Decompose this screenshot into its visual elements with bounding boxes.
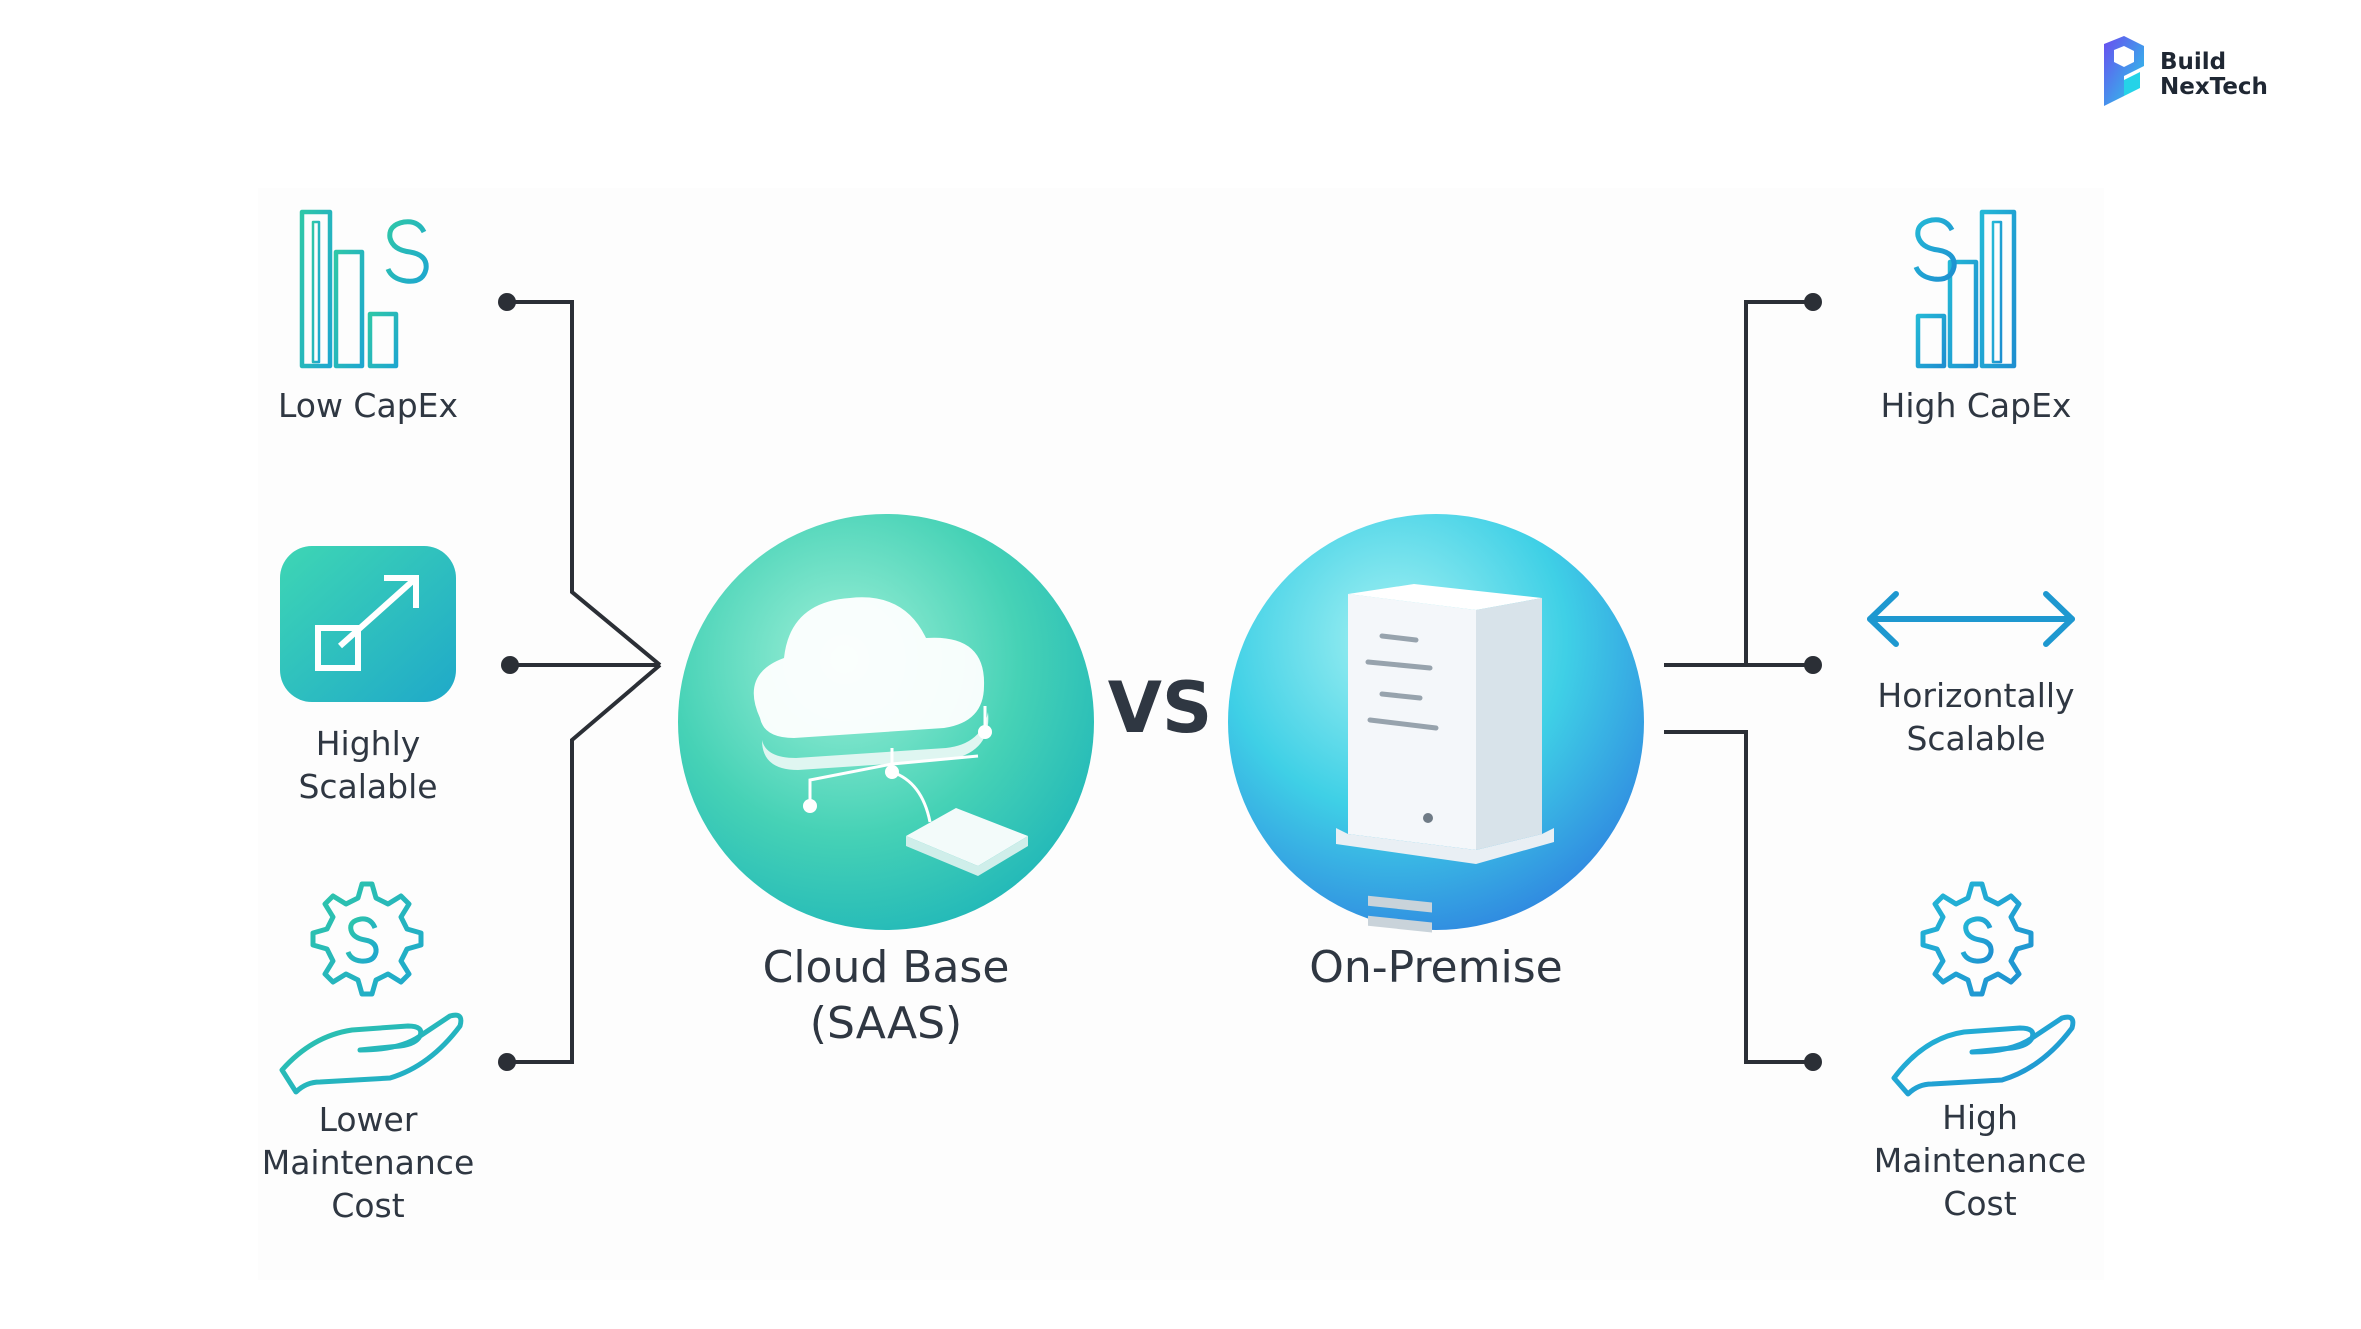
high-maintenance-cost-icon — [1891, 881, 2076, 1097]
brand-logo[interactable]: Build NexTech — [2100, 36, 2280, 108]
brand-name-line1: Build — [2160, 49, 2227, 75]
connector-dot — [501, 656, 519, 674]
highly-scalable-icon — [280, 546, 456, 702]
connector-dot — [498, 293, 516, 311]
high-maintenance-cost-label: High Maintenance Cost — [1873, 1098, 2087, 1223]
low-capex-icon — [299, 206, 429, 369]
high-capex-icon — [1913, 204, 2017, 369]
high-capex-label: High CapEx — [1880, 386, 2072, 425]
cloud-saas-illustration — [678, 514, 1094, 930]
cloud-base-label: Cloud Base (SAAS) — [762, 942, 1010, 1049]
connector-dot — [1804, 293, 1822, 311]
brand-name-line2: NexTech — [2160, 74, 2268, 100]
on-premise-label: On-Premise — [1309, 942, 1563, 993]
vs-label: VS — [1107, 667, 1213, 749]
lower-maintenance-cost-icon — [279, 881, 464, 1095]
right-connector — [1664, 300, 1813, 1064]
diagram-panel — [258, 188, 2104, 1280]
horizontally-scalable-label: Horizontally Scalable — [1877, 676, 2075, 758]
connector-dot — [1804, 656, 1822, 674]
on-premise-server-illustration — [1228, 514, 1644, 933]
highly-scalable-label: Highly Scalable — [298, 724, 438, 806]
lower-maintenance-cost-label: Lower Maintenance Cost — [261, 1100, 475, 1225]
connector-dot — [1804, 1053, 1822, 1071]
buildnextech-logo-icon — [2104, 36, 2144, 106]
horizontal-double-arrow-icon — [1867, 591, 2075, 647]
connector-dot — [498, 1053, 516, 1071]
low-capex-label: Low CapEx — [277, 386, 459, 425]
left-connector — [507, 300, 662, 1064]
